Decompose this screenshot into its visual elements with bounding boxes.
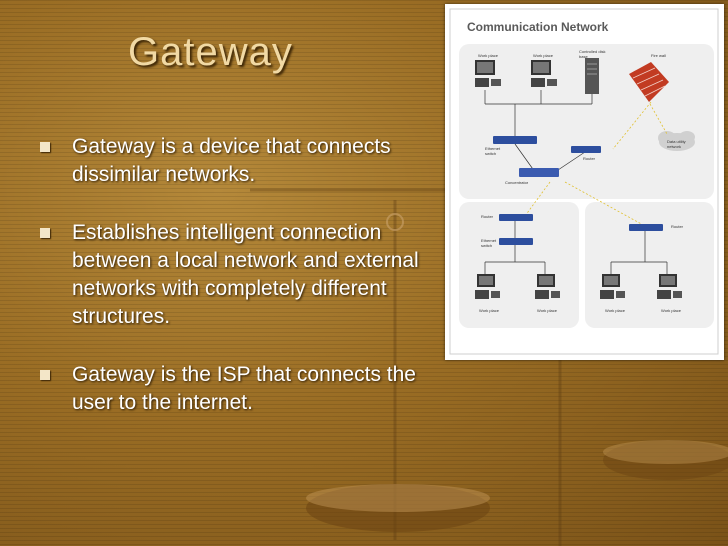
label-controlled-disk-base: Controlled disk base (579, 49, 606, 59)
square-bullet-icon (40, 228, 50, 238)
router-icon (571, 146, 601, 153)
computer-icon (600, 274, 625, 299)
computer-icon (657, 274, 682, 299)
cloud-icon (658, 131, 695, 151)
firewall-icon (629, 62, 669, 102)
bullet-item: Establishes intelligent connection betwe… (40, 219, 440, 331)
bullet-text: Gateway is a device that connects dissim… (72, 135, 391, 186)
computer-icon (531, 60, 557, 87)
label-data-utility-network: Data utility network (667, 139, 686, 149)
label-fire-wall: Fire wall (651, 53, 666, 58)
label-concentrator: Concentrator (505, 180, 529, 185)
square-bullet-icon (40, 370, 50, 380)
label-work-place: Work place (537, 308, 557, 313)
server-icon (585, 58, 599, 94)
label-work-place: Work place (479, 308, 499, 313)
computer-icon (475, 60, 501, 87)
bullet-text: Establishes intelligent connection betwe… (72, 221, 419, 328)
bullet-item: Gateway is a device that connects dissim… (40, 133, 440, 189)
label-work-place: Work place (605, 308, 625, 313)
bullet-list: Gateway is a device that connects dissim… (40, 133, 440, 417)
bullet-text: Gateway is the ISP that connects the use… (72, 363, 416, 414)
network-diagram-graphic (449, 8, 719, 355)
label-ethernet-switch: Ethernet switch (481, 238, 497, 248)
label-work-place: Work place (533, 53, 553, 58)
diagram-title: Communication Network (467, 20, 609, 34)
concentrator-icon (519, 168, 559, 177)
computer-icon (535, 274, 560, 299)
slide-title: Gateway (128, 30, 293, 74)
bullet-item: Gateway is the ISP that connects the use… (40, 361, 440, 417)
square-bullet-icon (40, 142, 50, 152)
ethernet-switch-icon (499, 238, 533, 245)
computer-icon (475, 274, 500, 299)
router-icon (629, 224, 663, 231)
label-router: Router (671, 224, 684, 229)
label-router: Router (583, 156, 596, 161)
label-work-place: Work place (478, 53, 498, 58)
router-icon (499, 214, 533, 221)
network-diagram-image: Communication Network Work place Work pl… (445, 4, 724, 360)
label-ethernet-switch: Ethernet switch (485, 146, 501, 156)
label-router: Router (481, 214, 494, 219)
label-work-place: Work place (661, 308, 681, 313)
ethernet-switch-icon (493, 136, 537, 144)
